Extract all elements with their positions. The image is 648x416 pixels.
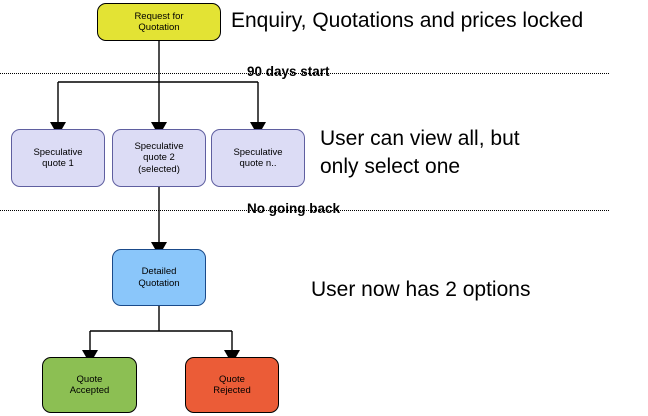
- node-quote-rejected[interactable]: Quote Rejected: [185, 357, 279, 413]
- divider-label-90-days-start: 90 days start: [247, 64, 330, 79]
- side-note-enquiry-locked: Enquiry, Quotations and prices locked: [231, 9, 584, 32]
- divider-line-no-going-back: [0, 210, 609, 211]
- divider-line-90-days: [0, 73, 609, 74]
- node-detailed-quotation[interactable]: Detailed Quotation: [112, 249, 206, 306]
- node-speculative-quote-n[interactable]: Speculative quote n..: [211, 129, 305, 187]
- divider-label-no-going-back: No going back: [247, 201, 341, 216]
- side-note-two-options: User now has 2 options: [311, 278, 531, 301]
- node-request-for-quotation[interactable]: Request for Quotation: [97, 3, 221, 41]
- side-note-view-all-select-one: User can view all, but only select one: [320, 127, 520, 178]
- node-quote-accepted[interactable]: Quote Accepted: [42, 357, 137, 413]
- node-speculative-quote-2-selected[interactable]: Speculative quote 2 (selected): [112, 129, 206, 187]
- node-speculative-quote-1[interactable]: Speculative quote 1: [11, 129, 105, 187]
